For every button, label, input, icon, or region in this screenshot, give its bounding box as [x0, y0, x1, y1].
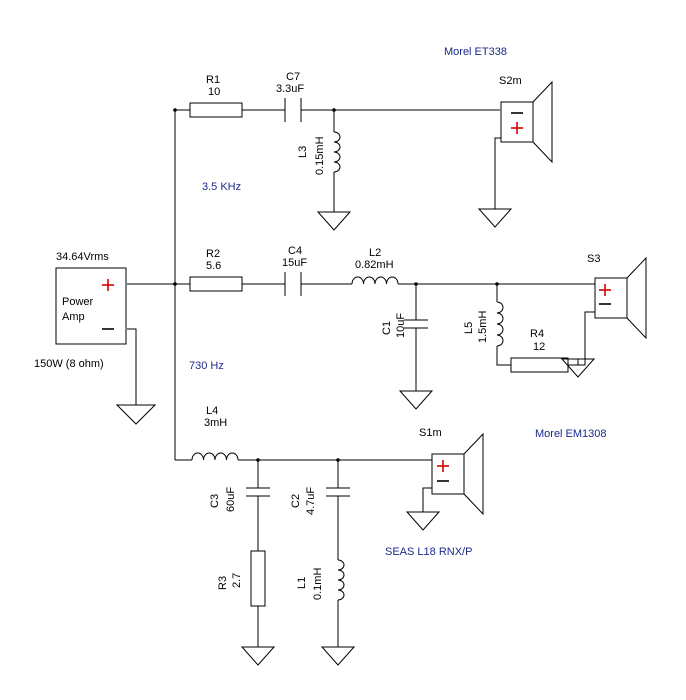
l2-value: 0.82mH: [355, 259, 394, 271]
r1-name: R1: [206, 74, 220, 86]
inductor-l4: [191, 452, 239, 461]
c4-value: 15uF: [282, 257, 307, 269]
ground-amp: [115, 404, 157, 425]
tweeter-crossover: 3.5 KHz: [202, 181, 241, 193]
r2-name: R2: [206, 248, 220, 260]
inductor-l3: [333, 131, 341, 173]
c3-name: C3: [209, 494, 221, 508]
ground-l3: [316, 211, 352, 231]
tweeter-model: Morel ET338: [444, 46, 507, 58]
l4-name: L4: [206, 405, 218, 417]
s2m-label: S2m: [499, 75, 522, 87]
capacitor-c2: [326, 487, 350, 497]
amp-label-line1: Power: [62, 296, 94, 308]
power-amp: Power Amp 34.64Vrms 150W (8 ohm): [34, 251, 127, 370]
c1-value: 10uF: [395, 313, 407, 338]
tweeter-section: R1 10 C7 3.3uF L3 0.15mH S2m Morel ET338…: [189, 46, 553, 193]
c1-name: C1: [381, 321, 393, 335]
l3-value: 0.15mH: [314, 136, 326, 175]
l4-value: 3mH: [204, 417, 227, 429]
r4-value: 12: [533, 341, 545, 353]
midrange-model: Morel EM1308: [535, 428, 607, 440]
r3-value: 2.7: [231, 573, 243, 588]
ground-s3: [560, 358, 596, 378]
l1-value: 0.1mH: [312, 568, 324, 600]
l1-name: L1: [296, 577, 308, 589]
ground-symbols: [115, 208, 596, 666]
r2-value: 5.6: [206, 260, 221, 272]
speaker-s2m: [500, 80, 553, 164]
resistor-r1: [189, 102, 243, 118]
resistor-r4: [510, 357, 569, 373]
inductor-l2: [351, 276, 399, 285]
c7-value: 3.3uF: [276, 83, 304, 95]
midrange-crossover: 730 Hz: [189, 360, 224, 372]
amp-rating: 150W (8 ohm): [34, 358, 104, 370]
l5-name: L5: [463, 322, 475, 334]
c2-value: 4.7uF: [305, 487, 317, 515]
c2-name: C2: [290, 494, 302, 508]
r1-value: 10: [208, 86, 220, 98]
r4-name: R4: [530, 328, 544, 340]
capacitor-c7: [284, 98, 302, 122]
ground-s1m: [405, 511, 441, 531]
ground-r3: [240, 646, 276, 666]
capacitor-c4: [284, 272, 302, 296]
amp-label-line2: Amp: [62, 311, 85, 323]
s1m-label: S1m: [419, 427, 442, 439]
s3-label: S3: [587, 253, 600, 265]
resistor-r3: [250, 550, 266, 607]
wires: [127, 109, 596, 647]
amp-voltage: 34.64Vrms: [56, 251, 109, 263]
l5-value: 1.5mH: [477, 311, 489, 343]
l3-name: L3: [297, 146, 309, 158]
c7-name: C7: [286, 71, 300, 83]
capacitor-c3: [246, 487, 270, 497]
l2-name: L2: [369, 247, 381, 259]
junction-dots: [173, 108, 499, 462]
r3-name: R3: [217, 576, 229, 590]
inductor-l5: [496, 301, 504, 347]
c4-name: C4: [288, 245, 302, 257]
ground-c1: [398, 390, 434, 410]
speaker-s3: [594, 256, 647, 340]
ground-s2m: [477, 208, 513, 228]
resistor-r2: [189, 276, 243, 292]
inductor-l1: [337, 559, 345, 601]
speaker-s1m: [431, 432, 484, 516]
midrange-section: R2 5.6 C4 15uF L2 0.82mH C1 10uF L5 1.5m…: [189, 245, 647, 440]
c3-value: 60uF: [225, 487, 237, 512]
woofer-model: SEAS L18 RNX/P: [385, 546, 472, 558]
woofer-section: L4 3mH C3 60uF R3 2.7 C2 4.7uF L1 0.1mH: [191, 405, 484, 607]
ground-l1: [320, 646, 356, 666]
capacitor-c1: [404, 319, 428, 329]
